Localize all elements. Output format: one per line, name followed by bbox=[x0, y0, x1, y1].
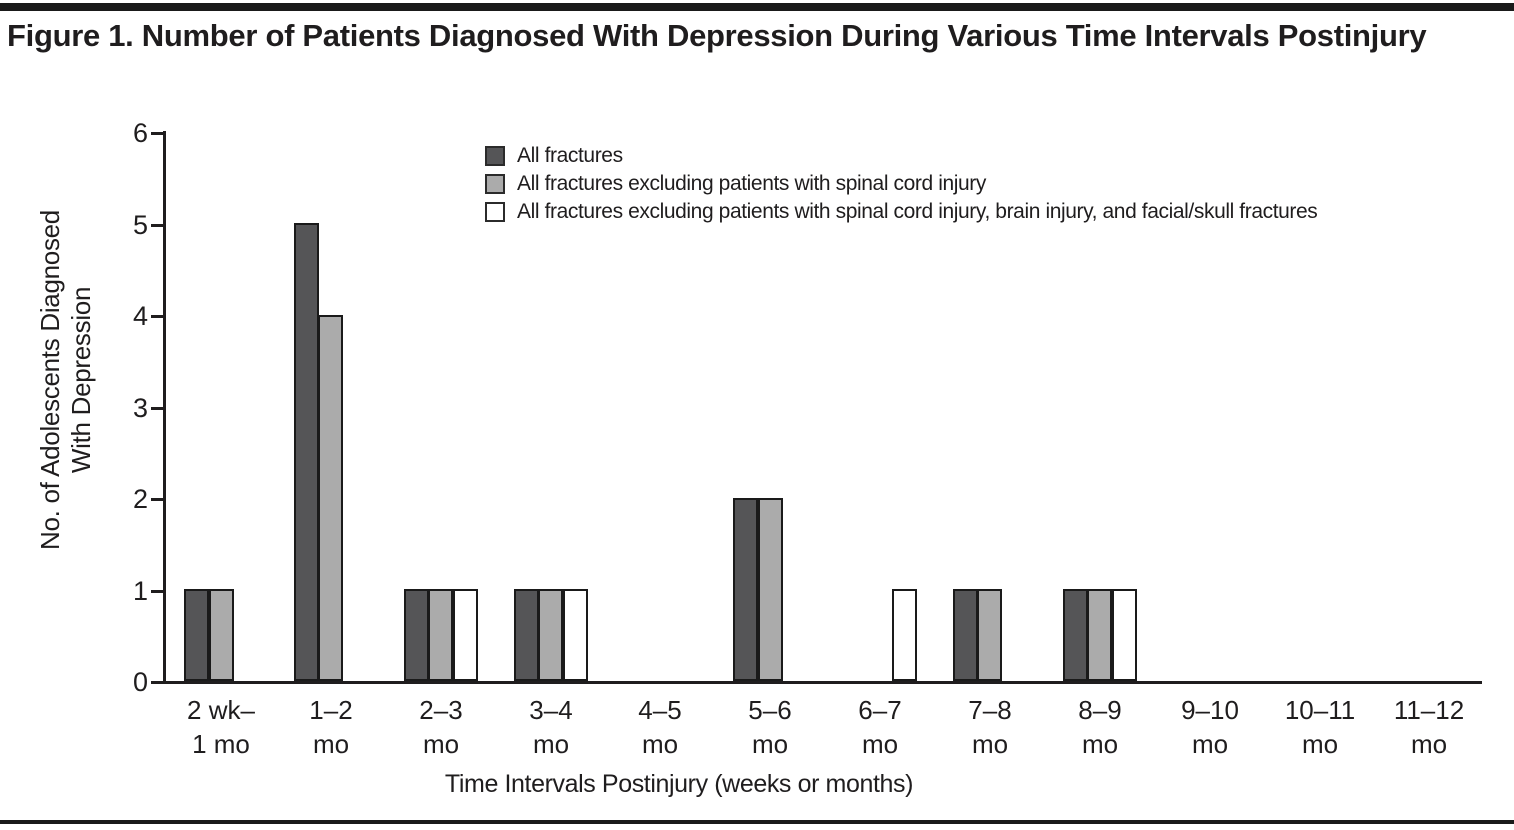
bar-series1-cat2 bbox=[294, 223, 319, 681]
x-axis-label: Time Intervals Postinjury (weeks or mont… bbox=[444, 770, 914, 798]
x-category-label: 5–6 mo bbox=[748, 695, 792, 759]
bar-series3-cat7 bbox=[892, 589, 917, 681]
y-tick bbox=[151, 315, 164, 318]
figure-title: Figure 1. Number of Patients Diagnosed W… bbox=[7, 18, 1427, 53]
y-tick-label: 5 bbox=[132, 209, 148, 240]
legend-item-3: All fractures excluding patients with sp… bbox=[485, 200, 1318, 223]
x-category-label: 11–12 mo bbox=[1393, 695, 1465, 759]
y-tick-label: 4 bbox=[132, 301, 148, 331]
y-tick-label: 0 bbox=[132, 667, 148, 697]
bar-series2-cat3 bbox=[428, 589, 453, 681]
y-tick-label: 1 bbox=[132, 575, 148, 606]
y-tick-label: 3 bbox=[132, 392, 148, 423]
bar-series2-cat2 bbox=[318, 315, 343, 681]
legend-item-1: All fractures bbox=[485, 144, 1317, 167]
legend-swatch-icon bbox=[485, 202, 505, 222]
bottom-rule bbox=[0, 820, 1514, 824]
y-tick bbox=[151, 406, 164, 410]
x-category-label: 10–11 mo bbox=[1284, 695, 1356, 759]
x-category-label: 6–7 mo bbox=[858, 695, 902, 759]
legend-label: All fractures bbox=[517, 144, 623, 167]
legend-label: All fractures excluding patients with sp… bbox=[517, 200, 1318, 223]
y-tick-label: 2 bbox=[132, 484, 148, 514]
y-tick bbox=[151, 498, 164, 501]
x-axis-line bbox=[163, 681, 1482, 684]
legend-label: All fractures excluding patients with sp… bbox=[517, 172, 986, 195]
x-category-label: 9–10 mo bbox=[1181, 695, 1239, 759]
y-tick bbox=[151, 223, 164, 227]
bar-series1-cat8 bbox=[953, 589, 978, 681]
x-category-label: 4–5 mo bbox=[638, 695, 682, 759]
y-tick bbox=[151, 132, 164, 135]
x-category-label: 1–2 mo bbox=[309, 695, 353, 759]
y-tick-label: 6 bbox=[132, 118, 148, 148]
bar-series1-cat3 bbox=[404, 589, 429, 681]
bar-series2-cat1 bbox=[209, 589, 234, 681]
y-axis-line bbox=[163, 131, 166, 684]
bar-series1-cat6 bbox=[733, 498, 758, 681]
x-category-label: 3–4 mo bbox=[529, 695, 573, 759]
x-category-label: 7–8 mo bbox=[968, 695, 1012, 759]
bar-series2-cat9 bbox=[1087, 589, 1112, 681]
legend-swatch-icon bbox=[485, 174, 505, 194]
x-category-label: 8–9 mo bbox=[1078, 695, 1122, 759]
bar-series3-cat9 bbox=[1112, 589, 1137, 681]
y-axis-label: No. of Adolescents Diagnosed With Depres… bbox=[35, 210, 96, 550]
bar-series3-cat4 bbox=[563, 589, 588, 681]
x-category-label: 2 wk– 1 mo bbox=[187, 695, 255, 759]
bar-series2-cat8 bbox=[977, 589, 1002, 681]
legend-swatch-icon bbox=[485, 146, 505, 166]
top-rule bbox=[0, 3, 1514, 11]
y-tick bbox=[151, 681, 164, 684]
bar-series3-cat3 bbox=[453, 589, 478, 681]
x-category-label: 2–3 mo bbox=[419, 695, 463, 759]
bar-series1-cat9 bbox=[1063, 589, 1088, 681]
bar-series2-cat4 bbox=[538, 589, 563, 681]
bar-series1-cat1 bbox=[184, 589, 209, 681]
y-tick bbox=[151, 589, 164, 593]
bar-series1-cat4 bbox=[514, 589, 539, 681]
bar-series2-cat6 bbox=[758, 498, 783, 681]
legend-item-2: All fractures excluding patients with sp… bbox=[485, 172, 1317, 195]
